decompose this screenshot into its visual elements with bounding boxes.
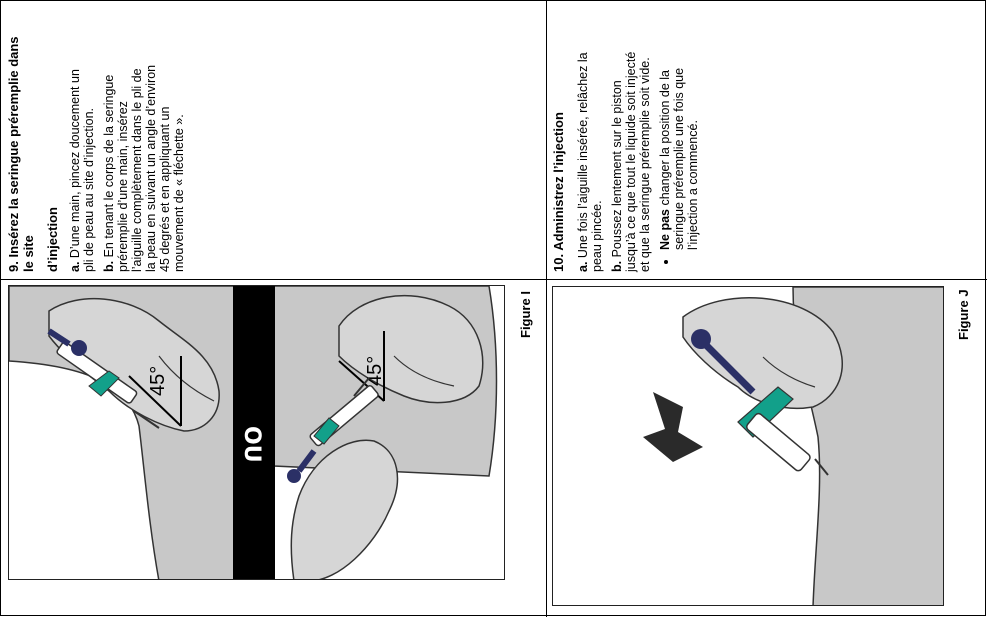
step10-a-label: a. <box>576 261 590 272</box>
hand-hold-right <box>290 439 399 579</box>
step10-bullet: Ne pas changer la position de la seringu… <box>658 35 700 250</box>
step9-title: 9. Insérez la seringue préremplie dans l… <box>6 10 36 272</box>
syringe-right <box>287 377 379 483</box>
angle-marker-left <box>128 356 182 427</box>
push-arrow <box>643 392 703 462</box>
figure-j-label: Figure J <box>956 289 971 340</box>
step10-instructions: 10. Administrez l’injection a. Une fois … <box>551 10 700 272</box>
figure-j-illustration <box>552 286 944 606</box>
step10-bullet-list: Ne pas changer la position de la seringu… <box>658 35 700 272</box>
step9-a-text: D’une main, pincez doucement un pli de p… <box>68 69 96 272</box>
step9-item-a: a. D’une main, pincez doucement un pli d… <box>68 62 96 272</box>
step10-item-a: a. Une fois l’aiguille insérée, relâchez… <box>576 42 604 272</box>
finger-line-right <box>393 355 455 387</box>
step9-b-label: b. <box>102 260 116 272</box>
figure-i-label: Figure I <box>518 291 533 338</box>
step10-b-text: Poussez lentement sur le piston jusqu’à … <box>610 51 652 272</box>
step9-title-line1: 9. Insérez la seringue préremplie dans <box>6 36 21 272</box>
step9-item-b: b. En tenant le corps de la seringue pré… <box>102 62 186 272</box>
figure-i-illustration: OU 45° 45° <box>8 285 505 580</box>
angle-label-left: 45° <box>147 366 169 396</box>
row-divider-right <box>546 279 987 280</box>
step10-b-label: b. <box>610 260 624 272</box>
step10-a-text: Une fois l’aiguille insérée, relâchez la… <box>576 52 604 272</box>
column-divider <box>546 0 547 617</box>
figure-j-svg <box>643 287 943 605</box>
step9-subtitle: d’injection <box>45 207 60 272</box>
hand-inject <box>682 296 843 410</box>
step10-item-b: b. Poussez lentement sur le piston jusqu… <box>610 42 652 272</box>
step9-a-label: a. <box>68 261 82 272</box>
row-divider-left <box>0 279 546 280</box>
syringe-left <box>47 328 160 429</box>
figure-i-svg: OU 45° 45° <box>9 286 498 579</box>
or-divider <box>233 286 275 579</box>
syringe <box>691 329 829 476</box>
step10-title: 10. Administrez l’injection <box>551 112 566 272</box>
step10-bullet-bold: Ne pas <box>658 209 672 250</box>
finger-line <box>762 356 816 388</box>
step9-instructions: 9. Insérez la seringue préremplie dans l… <box>6 10 192 272</box>
step9-b-text: En tenant le corps de la seringue prérem… <box>102 64 186 272</box>
finger-line-left <box>158 355 215 402</box>
step9-title-line2: le site <box>21 235 36 272</box>
or-label: OU <box>239 426 264 463</box>
